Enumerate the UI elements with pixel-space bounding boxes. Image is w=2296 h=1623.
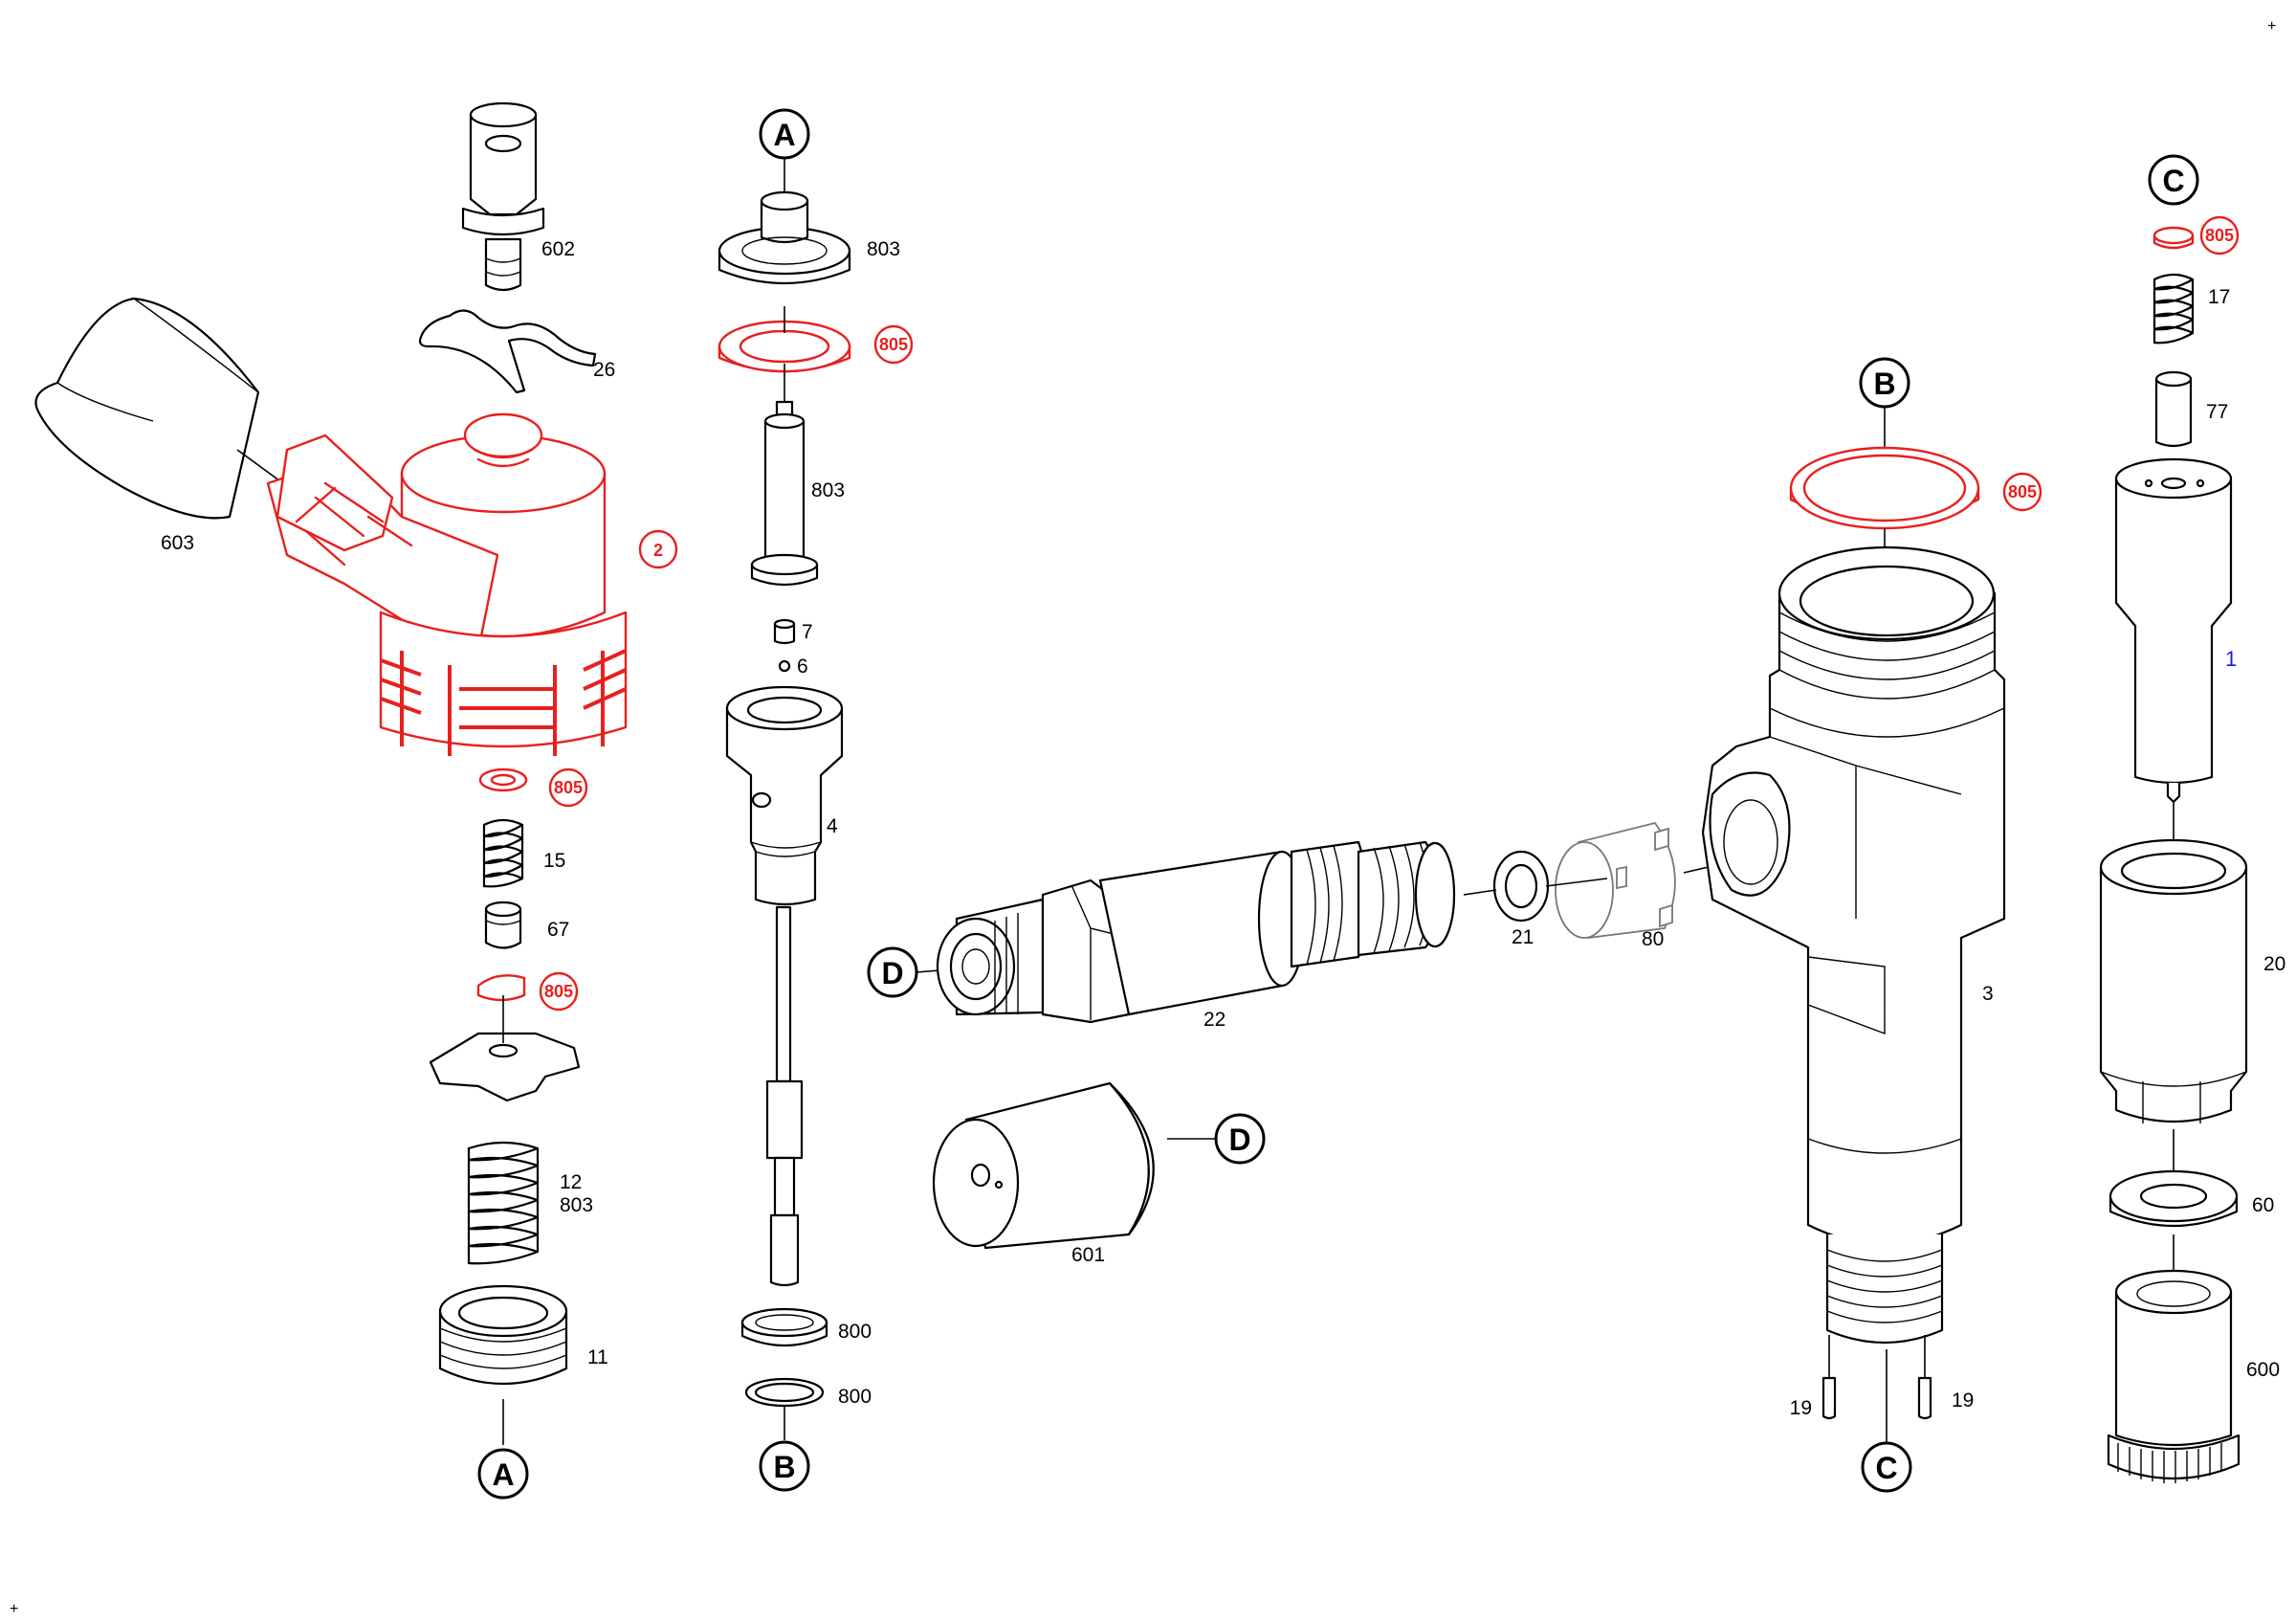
- label-602: 602: [541, 238, 575, 260]
- label-805-a: 805: [554, 778, 583, 797]
- label-805-circle-e: 805: [2199, 215, 2240, 256]
- svg-text:A: A: [492, 1457, 514, 1492]
- label-7: 7: [802, 621, 813, 643]
- part-21-washer: [1492, 850, 1550, 923]
- part-12-spring: [467, 1141, 540, 1265]
- ref-marker-B-top: B: [1859, 357, 1910, 409]
- part-805-seal-col4: [2152, 226, 2195, 250]
- svg-text:C: C: [1875, 1451, 1897, 1485]
- ref-marker-C-top: C: [2148, 154, 2199, 206]
- part-6-ball: [778, 659, 791, 673]
- part-77-spacer: [2154, 370, 2193, 448]
- label-12: 12: [560, 1171, 582, 1193]
- label-3: 3: [1982, 983, 1994, 1005]
- part-3-injector-body: [1701, 545, 2006, 1345]
- part-7-small-sleeve: [773, 618, 796, 645]
- label-17: 17: [2208, 286, 2230, 308]
- ref-marker-B-bottom: B: [759, 1440, 810, 1492]
- ref-marker-A-bottom: A: [477, 1448, 529, 1500]
- label-805-circle-c: 805: [873, 324, 914, 365]
- label-1-item-number: 1: [2225, 647, 2237, 671]
- label-15: 15: [543, 850, 565, 872]
- part-11-nut: [438, 1284, 568, 1386]
- label-803-a: 803: [560, 1194, 593, 1216]
- part-601-protective-cap: [932, 1081, 1155, 1250]
- corner-mark-top-right: +: [2267, 18, 2276, 34]
- svg-text:D: D: [881, 956, 903, 990]
- label-805-d: 805: [2008, 482, 2037, 501]
- part-17-spring: [2152, 273, 2195, 345]
- svg-text:A: A: [773, 118, 795, 152]
- label-67: 67: [547, 919, 569, 941]
- part-19-pin-right: [1917, 1335, 1932, 1420]
- svg-text:C: C: [2162, 164, 2184, 198]
- ref-marker-A-top: A: [759, 108, 810, 160]
- part-67-sleeve: [484, 900, 522, 949]
- svg-text:B: B: [773, 1450, 795, 1484]
- part-15-spring: [482, 818, 524, 888]
- part-800-ring-lower: [744, 1377, 825, 1408]
- label-805-circle-a: 805: [548, 767, 588, 808]
- label-800-b: 800: [838, 1386, 872, 1408]
- part-4-valve-body: [725, 685, 844, 1287]
- part-800-ring-upper: [740, 1307, 828, 1347]
- label-805-circle-b: 805: [539, 971, 579, 1012]
- label-21: 21: [1512, 926, 1534, 948]
- label-805-c: 805: [879, 335, 908, 354]
- label-19-a: 19: [1790, 1397, 1812, 1419]
- svg-text:B: B: [1873, 367, 1895, 401]
- label-805-circle-d: 805: [2002, 472, 2042, 512]
- part-26-clip: [418, 309, 597, 394]
- part-805-seal-large: [1789, 446, 1980, 530]
- label-805-e: 805: [2205, 226, 2234, 245]
- part-803-valve-plate: [718, 190, 851, 285]
- label-19-b: 19: [1952, 1390, 1974, 1412]
- part-60-washer: [2108, 1169, 2239, 1228]
- part-600-nozzle-cap: [2107, 1269, 2241, 1483]
- part-805-seal-col1-upper: [478, 767, 528, 792]
- label-805-b: 805: [544, 982, 573, 1001]
- part-803-armature-pin: [750, 400, 819, 587]
- label-77: 77: [2206, 401, 2228, 423]
- label-803-c: 803: [811, 479, 845, 501]
- svg-text:D: D: [1228, 1123, 1250, 1157]
- part-80-filter-sleeve: [1555, 821, 1676, 940]
- corner-mark-bottom-left: +: [10, 1601, 18, 1617]
- part-armature-plate: [429, 995, 581, 1102]
- label-600: 600: [2246, 1359, 2280, 1381]
- label-603: 603: [161, 532, 194, 554]
- label-2: 2: [653, 541, 663, 560]
- label-60: 60: [2252, 1194, 2274, 1216]
- label-22: 22: [1203, 1009, 1225, 1031]
- label-20: 20: [2263, 953, 2285, 975]
- part-2-solenoid-highlight: [266, 412, 628, 756]
- label-80: 80: [1642, 928, 1664, 950]
- label-800-a: 800: [838, 1321, 872, 1343]
- label-26: 26: [593, 359, 615, 381]
- label-11: 11: [587, 1346, 608, 1368]
- ref-marker-D-left: D: [867, 946, 918, 998]
- label-803-b: 803: [867, 238, 900, 260]
- part-22-inlet-connector: [936, 840, 1456, 1024]
- part-805-seal-col1-lower: [476, 974, 526, 1002]
- label-6: 6: [797, 656, 808, 678]
- label-2-circle: 2: [638, 529, 678, 569]
- part-19-pin-left: [1821, 1335, 1837, 1420]
- label-601: 601: [1071, 1244, 1105, 1266]
- ref-marker-C-bottom: C: [1861, 1441, 1912, 1493]
- part-1-nozzle: [2114, 457, 2233, 804]
- label-4: 4: [827, 815, 838, 837]
- part-602-connector: [461, 101, 545, 292]
- part-20-nozzle-nut: [2099, 838, 2248, 1123]
- ref-marker-D-right: D: [1214, 1113, 1266, 1165]
